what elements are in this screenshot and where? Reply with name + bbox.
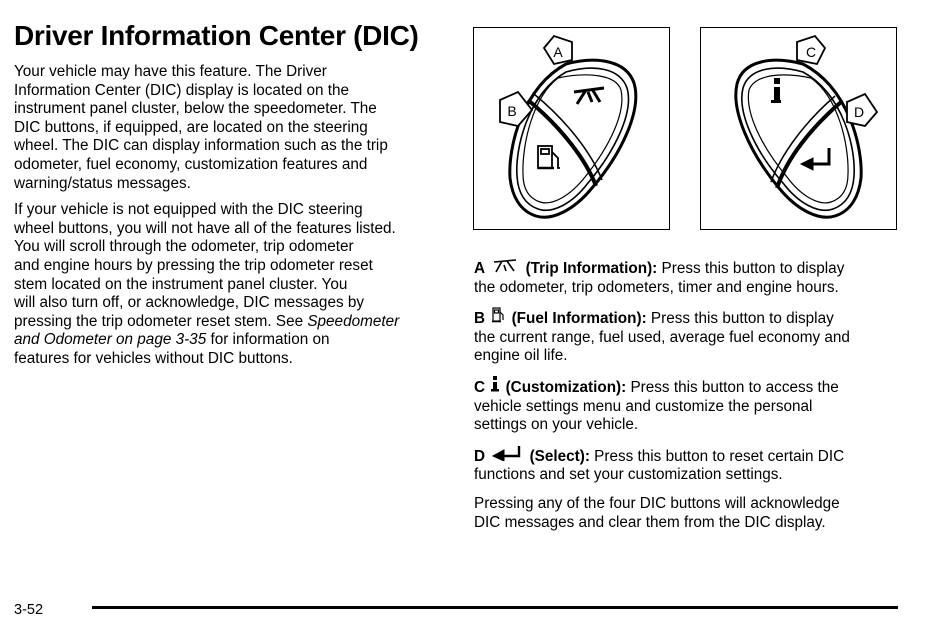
text-line: settings on your vehicle.: [474, 416, 639, 434]
callout-label-d: D: [854, 104, 864, 120]
text-line: B (Fuel Information): Press this button …: [474, 307, 914, 329]
button-letter: D: [474, 447, 486, 465]
text-line: warning/status messages.: [14, 174, 191, 192]
button-c-description: C (Customization): Press this button to …: [474, 375, 914, 435]
text-line: instrument panel cluster, below the spee…: [14, 100, 377, 118]
dic-buttons-figure-right: C D: [700, 27, 897, 230]
text-line: and Odometer on page 3-35 for informatio…: [14, 331, 448, 350]
text-line: If your vehicle is not equipped with the…: [14, 201, 363, 219]
callout-a: A: [542, 34, 573, 66]
button-b-description: B (Fuel Information): Press this button …: [474, 307, 914, 366]
info-i-icon: [771, 78, 781, 103]
text-line: C (Customization): Press this button to …: [474, 375, 914, 398]
cross-reference-link[interactable]: and Odometer on page 3-35: [14, 331, 207, 349]
button-name: (Trip Information):: [525, 260, 658, 277]
intro-text: Your vehicle may have this feature. The …: [14, 63, 448, 377]
text-line: features for vehicles without DIC button…: [14, 349, 293, 367]
button-name: (Customization):: [505, 378, 627, 396]
right-button-pad-illustration: C D: [734, 34, 879, 219]
text-line: pressing the trip odometer reset stem. S…: [14, 313, 448, 332]
button-name: (Fuel Information):: [511, 310, 647, 328]
button-d-description: D (Select): Press this button to reset c…: [474, 445, 914, 485]
description-text: Press this button to display: [661, 260, 845, 277]
button-a-description: A (Trip Information): Press this button …: [474, 259, 914, 297]
callout-c: C: [796, 34, 827, 66]
text-line: and engine hours by pressing the trip od…: [14, 256, 373, 274]
intro-paragraph-2: If your vehicle is not equipped with the…: [14, 201, 448, 368]
description-text: Press this button to reset certain DIC: [594, 447, 845, 465]
text-line: will also turn off, or acknowledge, DIC …: [14, 294, 365, 312]
fuel-pump-icon: [492, 307, 504, 323]
select-arrow-icon: [492, 445, 521, 461]
page-number: 3-52: [14, 602, 44, 618]
dic-buttons-figure-left: A B: [473, 27, 670, 230]
button-letter: A: [474, 260, 486, 277]
closing-paragraph: Pressing any of the four DIC buttons wil…: [474, 495, 914, 532]
callout-label-c: C: [806, 44, 816, 60]
text-line: DIC messages and clear them from the DIC…: [474, 513, 826, 531]
text-line: Pressing any of the four DIC buttons wil…: [474, 494, 840, 512]
text-line: Your vehicle may have this feature. The …: [14, 63, 327, 80]
description-text: Press this button to display: [650, 310, 834, 328]
cross-reference-link[interactable]: Speedometer: [307, 312, 400, 330]
select-arrow-icon: [799, 148, 831, 171]
button-descriptions: A (Trip Information): Press this button …: [474, 259, 914, 542]
text-line: functions and set your customization set…: [474, 466, 783, 484]
text-segment: for information on: [206, 331, 330, 349]
text-line: Information Center (DIC) display is loca…: [14, 81, 349, 99]
text-line: the current range, fuel used, average fu…: [474, 328, 850, 346]
button-letter: C: [474, 378, 486, 396]
text-line: the odometer, trip odometers, timer and …: [474, 278, 839, 296]
info-i-icon: [491, 375, 500, 392]
text-line: D (Select): Press this button to reset c…: [474, 445, 914, 467]
text-line: engine oil life.: [474, 347, 568, 365]
text-line: vehicle settings menu and customize the …: [474, 397, 813, 415]
callout-d: D: [846, 92, 879, 127]
button-letter: B: [474, 310, 486, 328]
text-line: You will scroll through the odometer, tr…: [14, 238, 354, 256]
text-line: A (Trip Information): Press this button …: [474, 259, 914, 279]
button-name: (Select):: [529, 447, 590, 465]
footer-rule: [92, 606, 898, 609]
fuel-pump-icon: [537, 145, 560, 170]
callout-label-b: B: [507, 103, 516, 119]
text-line: wheel buttons, you will not have all of …: [14, 219, 396, 237]
trip-info-icon: [573, 86, 605, 105]
text-segment: pressing the trip odometer reset stem. S…: [14, 312, 308, 330]
text-line: odometer, fuel economy, customization fe…: [14, 155, 368, 173]
text-line: stem located on the instrument panel clu…: [14, 275, 348, 293]
text-line: DIC buttons, if equipped, are located on…: [14, 118, 368, 136]
callout-label-a: A: [553, 44, 563, 60]
description-text: Press this button to access the: [630, 378, 839, 396]
page-title: Driver Information Center (DIC): [14, 20, 419, 51]
trip-info-icon: [494, 259, 517, 273]
intro-paragraph-1: Your vehicle may have this feature. The …: [14, 63, 448, 193]
left-button-pad-illustration: A B: [499, 34, 638, 219]
text-line: wheel. The DIC can display information s…: [14, 137, 388, 155]
callout-b: B: [499, 90, 534, 127]
